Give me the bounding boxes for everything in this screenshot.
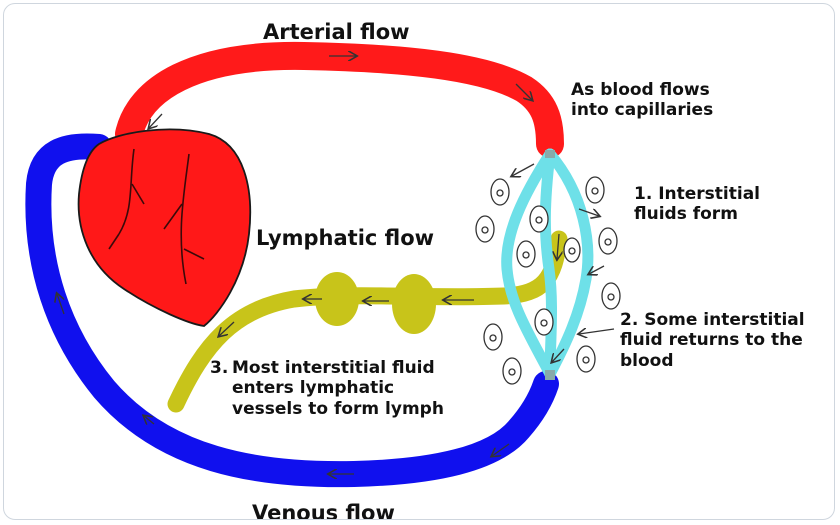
step2-label-line-1: 2. Some interstitial xyxy=(620,310,805,330)
step3-label-line-3: vessels to form lymph xyxy=(232,399,444,419)
venous-flow-label: Venous flow xyxy=(252,501,395,520)
capillaries-label-line-1: As blood flows xyxy=(571,80,713,100)
step2-label-line-3: blood xyxy=(620,351,805,371)
step2-label: 2. Some interstitial fluid returns to th… xyxy=(620,310,805,371)
step3-label-line-2: enters lymphatic xyxy=(232,378,444,398)
step1-label-line-1: 1. Interstitial xyxy=(634,184,760,204)
step3-label: Most interstitial fluid enters lymphatic… xyxy=(232,358,444,419)
capillaries-label: As blood flows into capillaries xyxy=(571,80,713,121)
lymph-node-2 xyxy=(392,274,436,334)
step3-number: 3. xyxy=(210,358,228,378)
step2-label-line-2: fluid returns to the xyxy=(620,330,805,350)
arterial-flow-label: Arterial flow xyxy=(263,20,410,45)
step1-label: 1. Interstitial fluids form xyxy=(634,184,760,225)
capillaries-label-line-2: into capillaries xyxy=(571,100,713,120)
diagram-frame: Arterial flow Lymphatic flow Venous flow… xyxy=(3,3,835,520)
step3-label-line-1: Most interstitial fluid xyxy=(232,358,444,378)
capillary-bed xyxy=(507,154,588,374)
step1-label-line-2: fluids form xyxy=(634,204,760,224)
lymphatic-flow-label: Lymphatic flow xyxy=(256,226,434,251)
heart xyxy=(79,129,251,326)
